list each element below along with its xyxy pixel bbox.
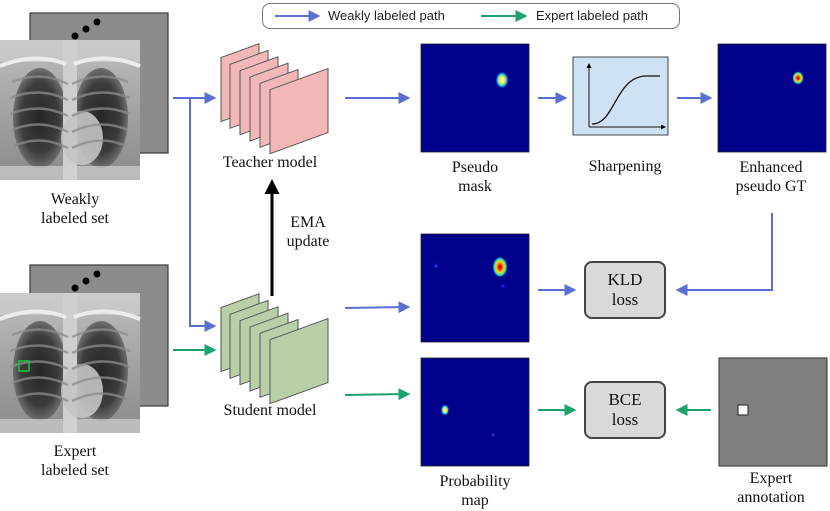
pseudo-mask-label: Pseudo mask [451,159,499,195]
sharpening-label: Sharpening [588,158,662,175]
enhanced-pseudo-gt-label: Enhanced pseudo GT [735,159,807,195]
bce-loss-box: BCE loss [584,381,666,439]
sharpening-panel [572,56,669,136]
expert-path-arrows [173,344,711,416]
teacher-model-block [220,43,329,155]
expert-set-label: Expert labeled set [41,443,109,479]
probability-map-heatmap [420,357,530,467]
expert-annotation-panel [718,357,828,467]
legend-expert-label: Expert labeled path [536,8,649,23]
weak-set-label: Weakly labeled set [41,191,109,227]
pseudo-mask-heatmap [420,43,530,153]
student-model-label: Student model [223,402,317,419]
expert-annotation-label: Expert annotation [737,470,805,506]
student-model-block [220,293,329,405]
teacher-model-label: Teacher model [222,154,318,171]
lesion-marker [18,360,30,372]
weak-path-arrows [173,92,773,332]
ema-update-label: EMA update [286,214,330,250]
probability-map-label: Probability map [439,473,511,509]
legend-box: Weakly labeled path Expert labeled path [262,3,680,29]
kld-loss-box: KLD loss [584,261,666,319]
weak-xray-stack [0,12,169,182]
enhanced-pseudo-gt-heatmap [717,43,827,153]
legend-weak-label: Weakly labeled path [328,8,445,23]
student-output-heatmap [420,233,530,343]
expert-xray-stack [0,264,169,435]
